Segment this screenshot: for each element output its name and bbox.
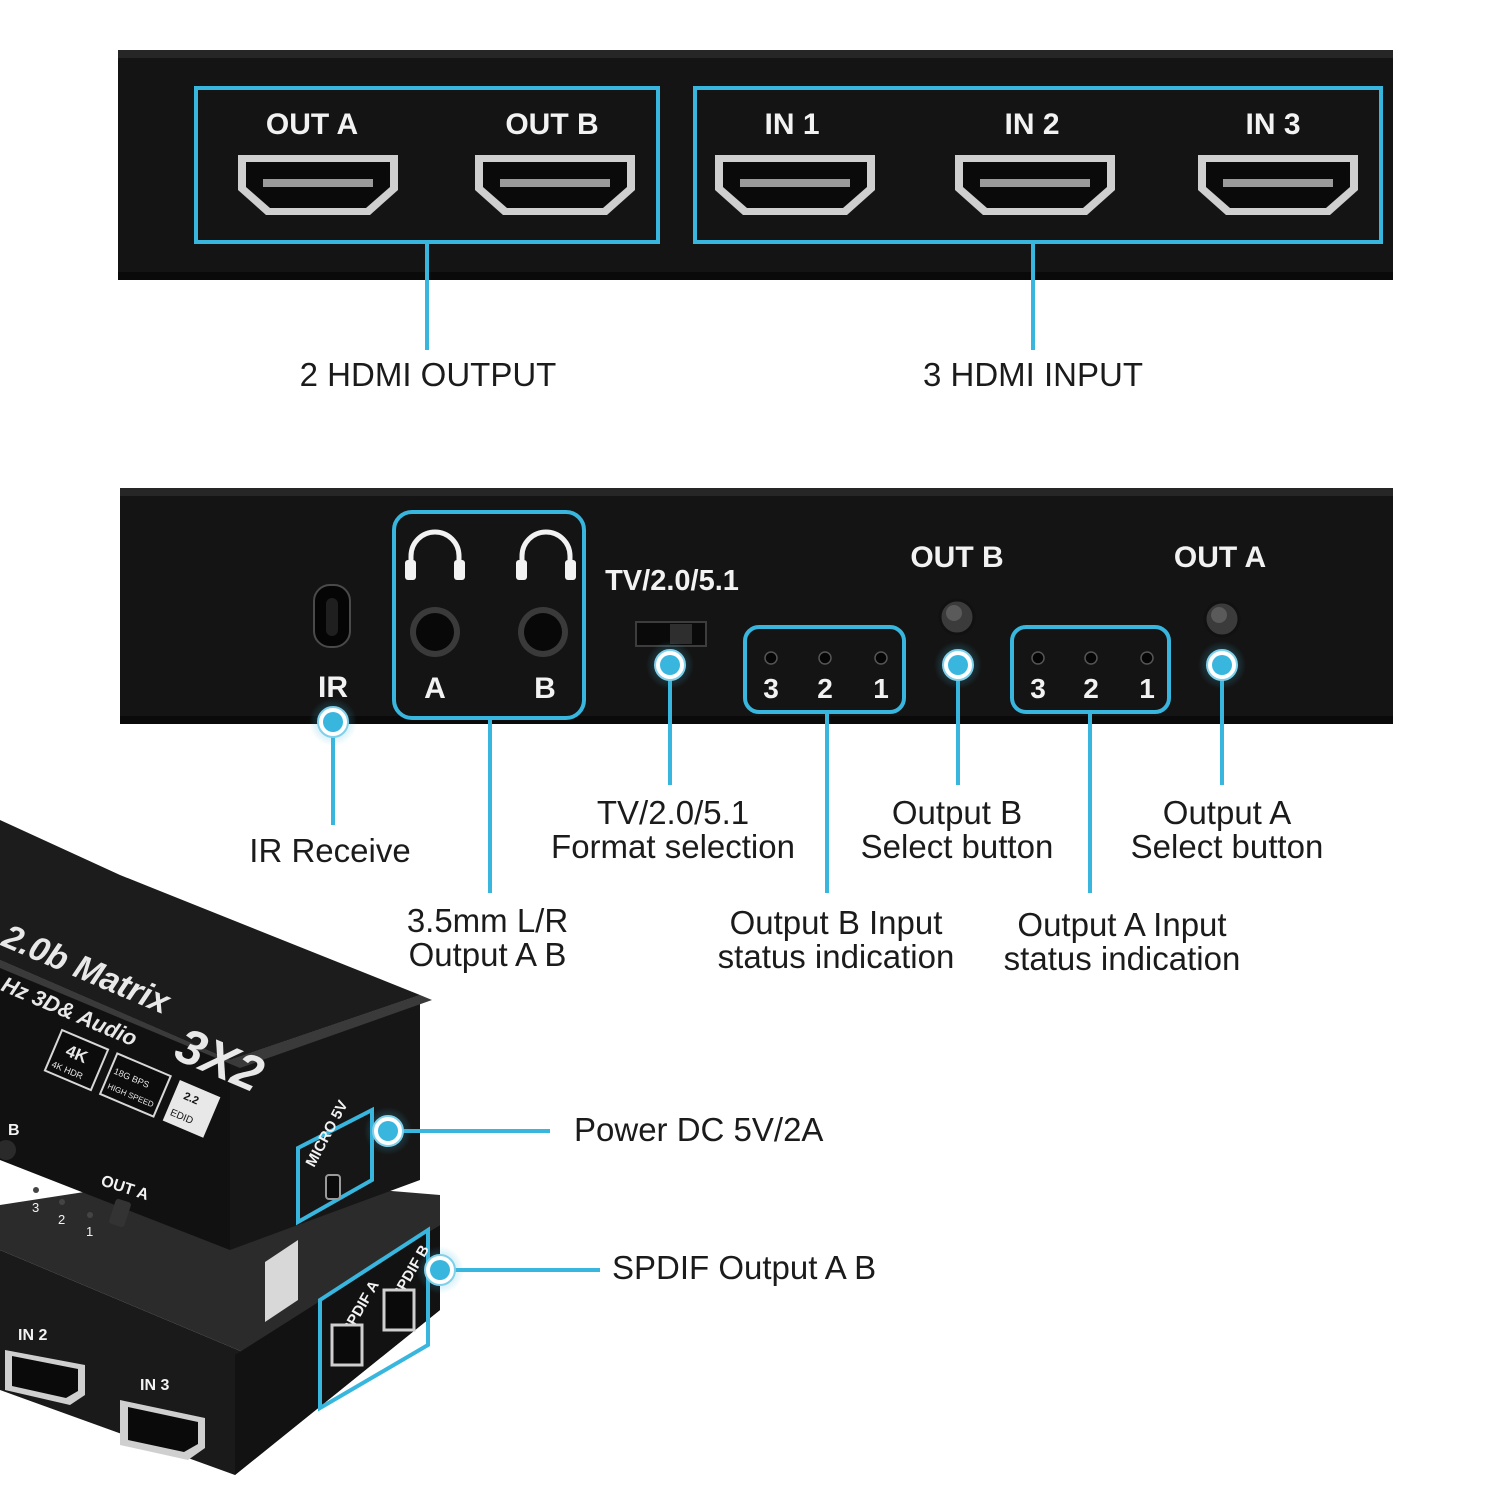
upper-unit: 2.0b Matrix Hz 3D& Audio 3X2 4K 4K HDR 1… [0,820,432,1250]
callout-out-a-button: Output A Select button [1120,796,1334,864]
in2-label: IN 2 [18,1327,47,1344]
spdif-port-b [382,1288,416,1332]
led-number: 3 [32,1200,39,1215]
lower-unit: SPDIF A SPDIF B IN 2 IN 3 [0,1175,440,1475]
callout-text: Power DC 5V/2A [574,1111,824,1148]
led-number: 2 [1083,673,1099,704]
hdmi-port-icon [1198,155,1358,215]
rear-panel: IR A B TV/2.0/5.1 3 2 1 [120,488,1393,724]
top-panel: OUT A OUT B IN 1 IN 2 IN 3 [118,50,1393,280]
in3-label: IN 3 [140,1377,169,1394]
format-switch-label: TV/2.0/5.1 [605,565,739,597]
callout-text: SPDIF Output A B [612,1249,877,1286]
callout-spdif: SPDIF Output A B [612,1251,876,1285]
photo-out-b-button [0,1140,16,1160]
callout-text: status indication [1003,940,1241,977]
callout-text: Format selection [551,828,795,865]
micro-usb-port [325,1174,341,1200]
hdmi-port-icon [955,155,1115,215]
out-b-photo-label: B [8,1122,20,1139]
device-photo: SPDIF A SPDIF B IN 2 IN 3 2.0b Matrix Hz… [0,820,440,1475]
hdmi-port-in-1: IN 1 [715,108,875,215]
port-label-out-b: OUT B [505,108,598,141]
callout-text: IR Receive [249,832,411,869]
spdif-port-a [330,1323,364,1367]
jack-a-label: A [424,672,446,705]
callout-dot [363,1106,413,1156]
callout-hdmi-input: 3 HDMI INPUT [913,358,1153,392]
callout-text: 3 HDMI INPUT [922,356,1143,393]
callout-audio-output: 3.5mm L/R Output A B [395,904,580,972]
spec-badges: 4K 4K HDR 18G BPS HIGH SPEED 2.2 EDID [43,1028,221,1138]
led-number: 3 [1030,673,1046,704]
callout-text: Output B Input [729,904,943,941]
callout-dot [308,697,358,747]
photo-out-a-button [109,1198,131,1228]
led-number: 2 [817,673,833,704]
hdmi-port-out-a: OUT A [238,108,398,215]
callout-text: TV/2.0/5.1 [596,794,750,831]
hdmi-port-in-2: IN 2 [955,108,1115,215]
callout-dot [933,640,983,690]
callout-text: Select button [860,828,1054,865]
callout-text: status indication [717,938,955,975]
port-label-in-1: IN 1 [764,108,819,141]
input-group-frame [693,86,1383,244]
hdmi-port-out-b: OUT B [475,108,635,215]
led-number: 1 [1139,673,1155,704]
callout-out-b-button: Output B Select button [850,796,1064,864]
out-b-select-button[interactable] [938,598,976,636]
callout-text: Output B [891,794,1023,831]
callout-ir-receive: IR Receive [240,834,420,868]
hdmi-port-icon [475,155,635,215]
callout-out-a-status: Output A Input status indication [988,908,1256,976]
callout-dot [415,1245,465,1295]
format-switch[interactable] [635,621,707,647]
spdif-frame [318,1226,430,1412]
callout-dot [645,640,695,690]
audio-jack-a [410,607,460,657]
hdmi-port-icon [238,155,398,215]
logo-mark [265,1240,298,1322]
led-number: 2 [58,1212,65,1227]
led-number: 3 [763,673,779,704]
out-a-select-button[interactable] [1203,600,1241,638]
callout-power: Power DC 5V/2A [574,1113,823,1147]
callout-text: Output A B [408,936,567,973]
hdmi-port-icon [715,155,875,215]
jack-b-label: B [534,672,556,705]
callout-text: Output A Input [1017,906,1227,943]
port-label-in-2: IN 2 [1004,108,1059,141]
port-label-out-a: OUT A [266,108,358,141]
port-label-in-3: IN 3 [1245,108,1300,141]
led-number: 1 [873,673,889,704]
callout-text: Select button [1130,828,1324,865]
badge-edid-top: 2.2 [182,1090,201,1107]
callout-dot [1197,640,1247,690]
out-b-button-label: OUT B [910,541,1003,574]
micro-usb-frame [296,1106,374,1226]
out-a-leds: 3 2 1 [1030,651,1155,704]
audio-jack-b [518,607,568,657]
callout-text: 2 HDMI OUTPUT [299,356,557,393]
led-number: 1 [86,1224,93,1239]
out-a-button-label: OUT A [1174,541,1266,574]
callout-hdmi-output: 2 HDMI OUTPUT [290,358,566,392]
callout-text: 3.5mm L/R [406,902,569,939]
callout-out-b-status: Output B Input status indication [702,906,970,974]
callout-format-selection: TV/2.0/5.1 Format selection [538,796,808,864]
callout-text: Output A [1162,794,1292,831]
out-b-leds: 3 2 1 [763,651,889,704]
hdmi-port-in-3: IN 3 [1198,108,1358,215]
out-b-led-frame [743,625,906,714]
